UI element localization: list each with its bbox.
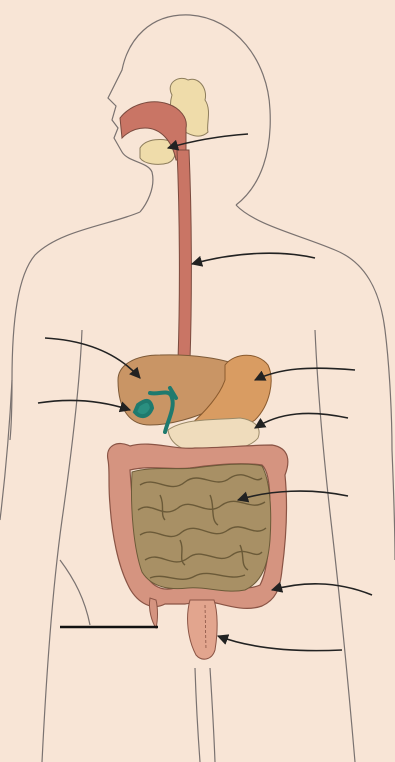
small-intestine [131,464,270,591]
esophagus [177,150,191,360]
